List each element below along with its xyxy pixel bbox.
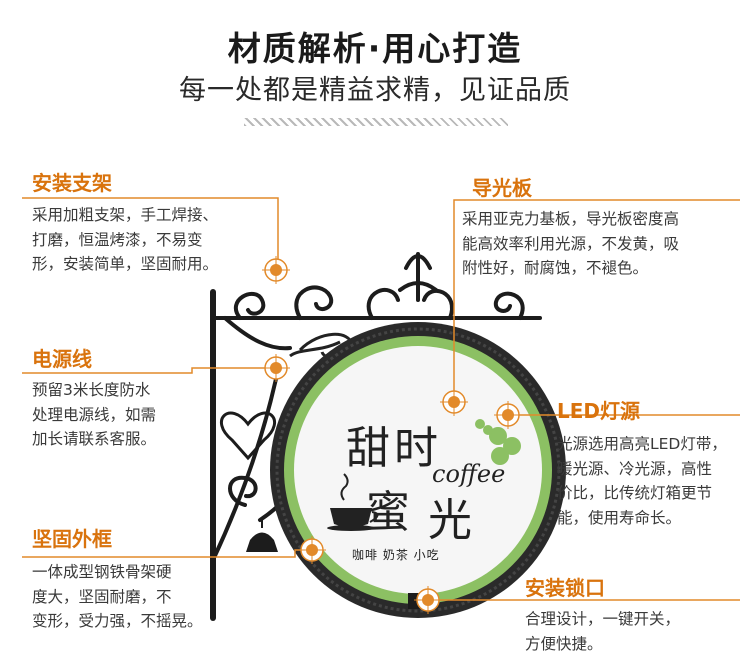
clover-decoration (475, 419, 521, 465)
sign-char-3: 蜜 (366, 487, 410, 538)
frame-heading: 坚固外框 (32, 527, 112, 551)
frame-description: 一体成型钢铁骨架硬 度大，坚固耐磨，不 变形，受力强，不摇晃。 (32, 560, 203, 634)
cable-heading: 电源线 (32, 347, 92, 371)
bracket-desc-line: 形，安装简单，坚固耐用。 (32, 255, 219, 273)
bracket-heading: 安装支架 (32, 171, 112, 195)
lock-heading: 安装锁口 (525, 576, 605, 600)
led-heading: LED灯源 (557, 399, 641, 423)
sign-char-1: 甜 (346, 423, 390, 474)
cable-desc-line: 预留3米长度防水 (32, 381, 151, 399)
sign-char-4: 光 (428, 495, 472, 546)
bracket-desc-line: 打磨，恒温烤漆，不易变 (32, 230, 203, 249)
frame-desc-line: 变形，受力强，不摇晃。 (32, 612, 203, 630)
cable-description: 预留3米长度防水 处理电源线，如需 加长请联系客服。 (32, 378, 156, 452)
lock-desc-line: 方便快捷。 (525, 634, 603, 653)
led-desc-line: 光源选用高亮LED灯带， (557, 435, 727, 453)
cable-desc-line: 加长请联系客服。 (32, 430, 157, 448)
led-description: 光源选用高亮LED灯带， 暖光源、冷光源，高性 价比，比传统灯箱更节 能，使用寿… (557, 432, 727, 530)
led-desc-line: 暖光源、冷光源，高性 (557, 459, 713, 478)
sign-menu-line: 咖啡 奶茶 小吃 (352, 548, 440, 562)
cable-desc-line: 处理电源线，如需 (32, 405, 157, 424)
sign-char-2: 时 (394, 423, 438, 474)
light-guide-panel (294, 346, 542, 594)
page-subtitle: 每一处都是精益求精，见证品质 (179, 75, 571, 106)
light-guide-desc-line: 采用亚克力基板，导光板密度高 (462, 210, 680, 228)
bell-icon (246, 532, 278, 552)
light-guide-description: 采用亚克力基板，导光板密度高 能高效率利用光源，不发黄，吸 附性好，耐腐蚀，不褪… (462, 207, 679, 281)
led-desc-line: 能，使用寿命长。 (557, 508, 682, 527)
coffee-cup-icon (327, 473, 379, 531)
callout-markers (262, 256, 522, 614)
lock-desc-line: 合理设计，一键开关， (525, 610, 681, 628)
light-guide-heading: 导光板 (472, 176, 532, 200)
light-guide-desc-line: 能高效率利用光源，不发黄，吸 (462, 234, 680, 253)
bracket-description: 采用加粗支架，手工焊接、 打磨，恒温烤漆，不易变 形，安装简单，坚固耐用。 (32, 203, 218, 277)
frame-desc-line: 度大，坚固耐磨，不 (32, 587, 172, 606)
led-desc-line: 价比，比传统灯箱更节 (557, 484, 713, 502)
bracket-desc-line: 采用加粗支架，手工焊接、 (32, 206, 219, 224)
decorative-divider (244, 118, 508, 126)
sign-coffee-word: coffee (432, 460, 506, 488)
lock-description: 合理设计，一键开关， 方便快捷。 (525, 607, 680, 656)
page-title: 材质解析·用心打造 (227, 29, 523, 68)
frame-desc-line: 一体成型钢铁骨架硬 (32, 563, 172, 581)
light-guide-desc-line: 附性好，耐腐蚀，不褪色。 (462, 259, 649, 277)
iron-bracket (210, 252, 542, 621)
